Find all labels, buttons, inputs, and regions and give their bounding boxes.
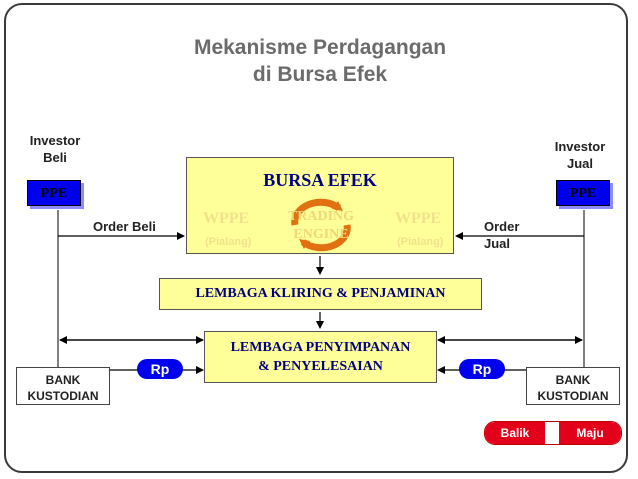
- trading-engine-label: TRADING ENGINE: [275, 208, 367, 244]
- page-title: Mekanisme Perdagangan di Bursa Efek: [150, 34, 490, 88]
- rp-left-badge: Rp: [137, 359, 183, 379]
- order-sell-label: Order Jual: [484, 218, 519, 252]
- penyimpanan-box: LEMBAGA PENYIMPANAN & PENYELESAIAN: [204, 331, 437, 383]
- bank-right-line-2: KUSTODIAN: [537, 389, 609, 403]
- order-buy-label: Order Beli: [93, 219, 156, 234]
- bursa-efek-title: BURSA EFEK: [263, 170, 377, 190]
- rp-right-badge: Rp: [459, 359, 505, 379]
- slide-nav: Balik Maju: [484, 421, 622, 445]
- pialang-right-label: (Pialang): [397, 236, 444, 248]
- penyimpanan-line-1: LEMBAGA PENYIMPANAN: [230, 340, 411, 355]
- ppe-buyer-box: PPE: [27, 180, 81, 206]
- investor-sell-label: Investor Jual: [540, 138, 620, 172]
- investor-buy-line-1: Investor: [29, 133, 81, 148]
- bank-kustodian-left-box: BANK KUSTODIAN: [16, 367, 110, 405]
- trading-engine-line-1: TRADING: [287, 209, 355, 224]
- wppe-left-label: WPPE: [203, 210, 250, 227]
- trading-engine-line-2: ENGINE: [293, 227, 349, 242]
- investor-sell-line-1: Investor: [554, 139, 606, 154]
- next-button[interactable]: Maju: [559, 422, 621, 444]
- slide-frame: [4, 3, 628, 473]
- penyimpanan-line-2: & PENYELESAIAN: [258, 359, 383, 374]
- investor-buy-label: Investor Beli: [20, 132, 90, 166]
- nav-divider: [545, 422, 559, 444]
- title-line-1: Mekanisme Perdagangan: [193, 36, 447, 59]
- title-line-2: di Bursa Efek: [252, 63, 388, 86]
- bursa-efek-box: BURSA EFEK WPPE (Pialang) WPPE (Pialang)…: [186, 157, 454, 254]
- investor-sell-line-2: Jual: [566, 156, 593, 171]
- wppe-right-label: WPPE: [395, 210, 442, 227]
- trading-engine-cycle-icon: [291, 198, 351, 252]
- bank-left-line-1: BANK: [45, 373, 81, 387]
- bank-left-line-2: KUSTODIAN: [27, 389, 99, 403]
- order-sell-line-1: Order: [484, 219, 520, 234]
- bank-right-line-1: BANK: [555, 373, 591, 387]
- kliring-box: LEMBAGA KLIRING & PENJAMINAN: [159, 278, 482, 310]
- back-button[interactable]: Balik: [485, 422, 545, 444]
- ppe-seller-box: PPE: [556, 180, 610, 206]
- bank-kustodian-right-box: BANK KUSTODIAN: [526, 367, 620, 405]
- order-sell-line-2: Jual: [484, 236, 511, 251]
- investor-buy-line-2: Beli: [43, 150, 67, 165]
- pialang-left-label: (Pialang): [205, 236, 252, 248]
